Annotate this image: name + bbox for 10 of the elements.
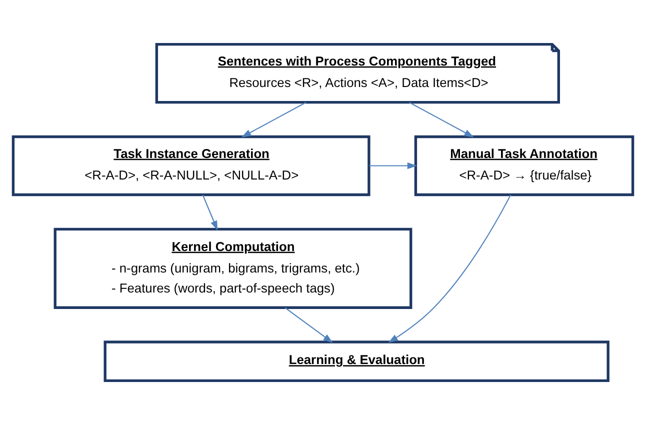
arrow bbox=[409, 102, 474, 137]
node-box: Task Instance Generation <R-A-D>, <R-A-NULL>, <NULL-A-D> bbox=[12, 134, 370, 196]
node-box: Learning & Evaluation bbox=[104, 340, 610, 382]
node-box: Kernel Computation - n-grams (unigram, bigrams, trigrams, etc.) - Features (words, part-of-speech tags) bbox=[54, 227, 412, 308]
arrow bbox=[202, 194, 218, 230]
arrow bbox=[241, 102, 306, 137]
node-box: Manual Task Annotation <R-A-D> → {true/false} bbox=[414, 134, 634, 196]
arrow bbox=[284, 306, 333, 342]
arrow bbox=[388, 194, 512, 342]
arrow bbox=[369, 162, 418, 169]
